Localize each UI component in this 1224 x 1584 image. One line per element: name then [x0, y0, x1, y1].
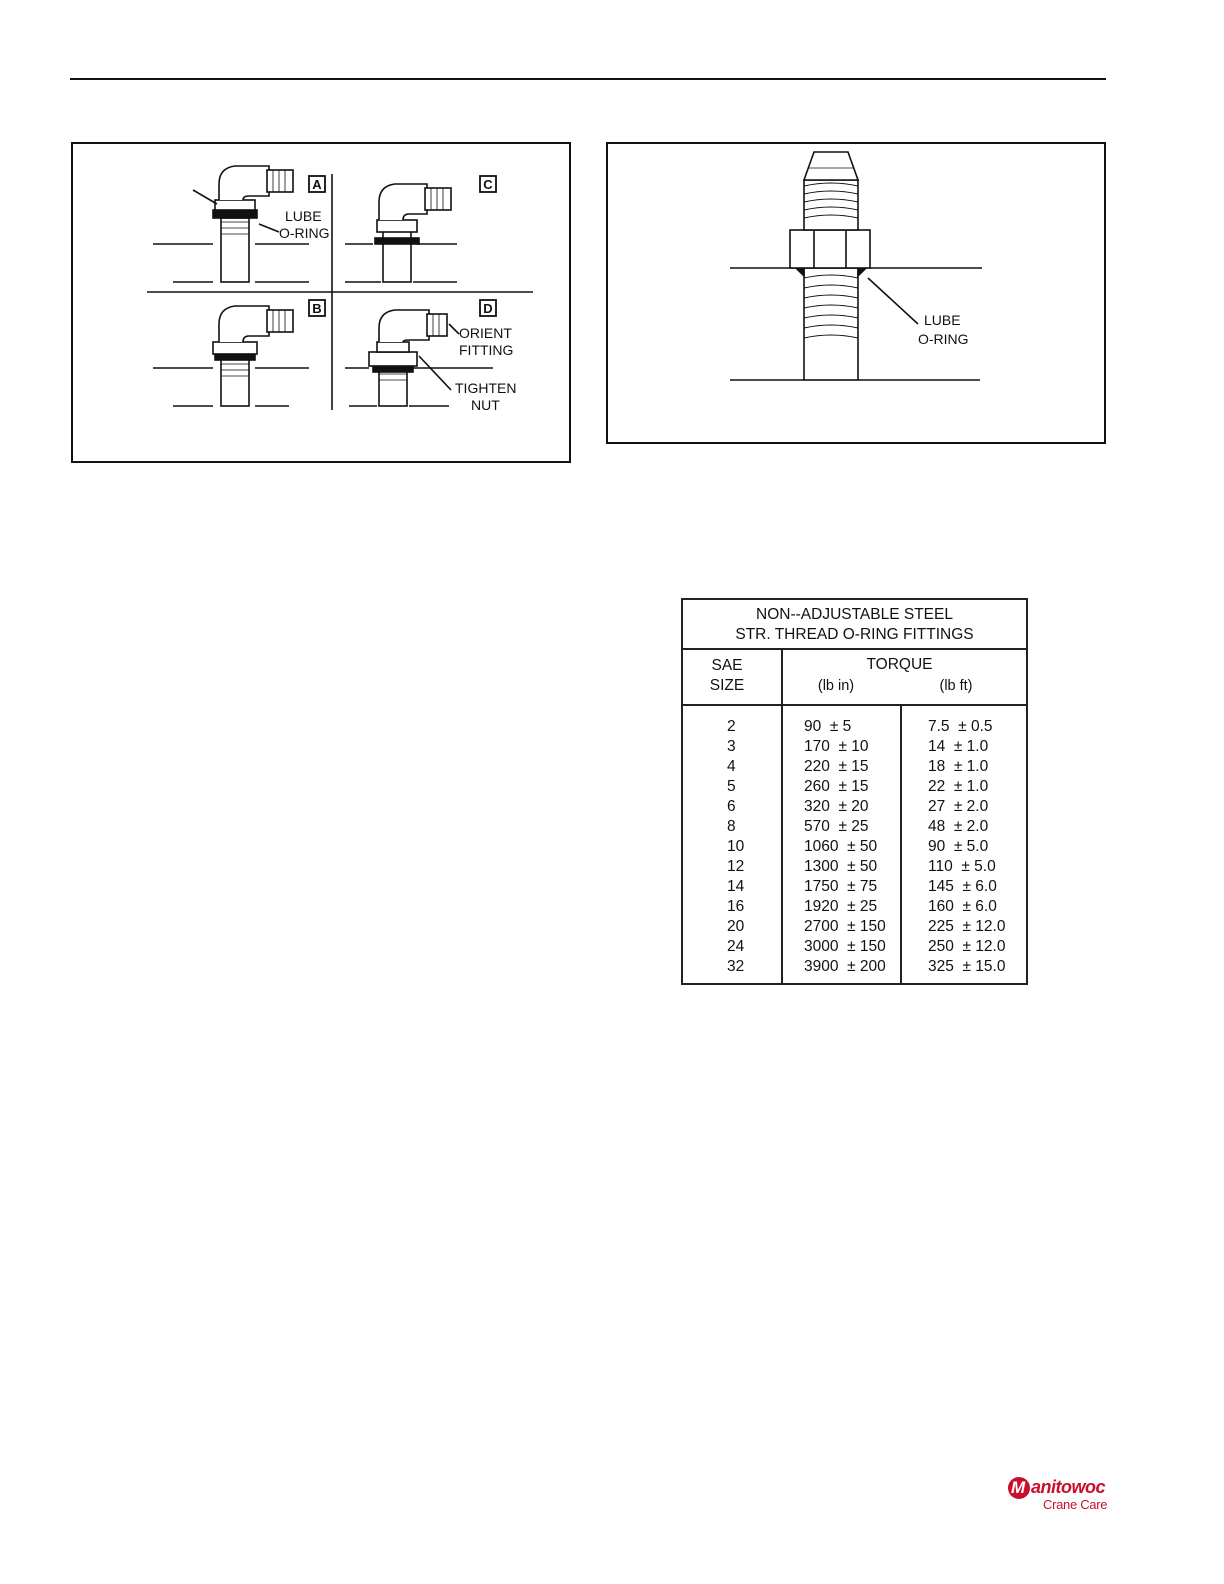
label-nut: NUT: [471, 397, 500, 413]
label-lube: LUBE: [285, 208, 322, 224]
torque-lb-ft-cell: 225 ± 12.0: [928, 918, 1006, 935]
sae-size-cell: 12: [727, 858, 745, 875]
table-row: 8 570 ± 25 48 ± 2.0: [683, 817, 1026, 837]
torque-lb-in-cell: 220 ± 15: [804, 758, 869, 775]
table-row: 24 3000 ± 150 250 ± 12.0: [683, 937, 1026, 957]
torque-lb-ft-cell: 110 ± 5.0: [928, 858, 996, 875]
torque-table: NON--ADJUSTABLE STEEL STR. THREAD O-RING…: [681, 598, 1028, 985]
table-title: NON--ADJUSTABLE STEEL STR. THREAD O-RING…: [683, 600, 1026, 650]
manitowoc-crane-care-logo: M anitowoc Crane Care: [1006, 1475, 1116, 1515]
panel-label-c: C: [483, 177, 493, 192]
torque-lb-in-cell: 260 ± 15: [804, 778, 869, 795]
figure-non-adjustable-fitting: LUBE O-RING: [606, 142, 1106, 444]
table-row: 16 1920 ± 25 160 ± 6.0: [683, 897, 1026, 917]
sae-size-cell: 10: [727, 838, 745, 855]
torque-lb-ft-cell: 250 ± 12.0: [928, 938, 1006, 955]
torque-lb-in-cell: 1060 ± 50: [804, 838, 878, 855]
column-divider: [781, 650, 783, 983]
sae-size-cell: 6: [727, 798, 736, 815]
table-title-line1: NON--ADJUSTABLE STEEL: [756, 606, 953, 623]
label-oring: O-RING: [918, 331, 969, 347]
torque-lb-in-cell: 1750 ± 75: [804, 878, 878, 895]
torque-lb-in-cell: 3900 ± 200: [804, 958, 886, 975]
sae-size-cell: 8: [727, 818, 736, 835]
sae-size-cell: 24: [727, 938, 745, 955]
torque-lb-in-cell: 90 ± 5: [804, 718, 852, 735]
table-header: SAE SIZE TORQUE (lb in) (lb ft): [683, 650, 1026, 706]
torque-lb-ft-cell: 160 ± 6.0: [928, 898, 997, 915]
torque-lb-in-cell: 320 ± 20: [804, 798, 869, 815]
header-lb-ft: (lb ft): [939, 678, 973, 694]
label-orient: ORIENT: [459, 325, 512, 341]
panel-label-d: D: [483, 301, 492, 316]
header-sae: SAE: [711, 657, 743, 674]
table-title-line2: STR. THREAD O-RING FITTINGS: [735, 626, 974, 643]
logo-mark: M: [1008, 1477, 1030, 1499]
torque-lb-in-cell: 3000 ± 150: [804, 938, 886, 955]
torque-lb-in-cell: 170 ± 10: [804, 738, 869, 755]
sae-size-cell: 16: [727, 898, 745, 915]
torque-lb-in-cell: 1920 ± 25: [804, 898, 878, 915]
label-lube: LUBE: [924, 312, 961, 328]
torque-lb-ft-cell: 27 ± 2.0: [928, 798, 989, 815]
header-torque: TORQUE: [866, 656, 933, 673]
torque-lb-ft-cell: 22 ± 1.0: [928, 778, 989, 795]
torque-lb-in-cell: 1300 ± 50: [804, 858, 878, 875]
sae-size-cell: 2: [727, 718, 736, 735]
logo-initial: M: [1011, 1478, 1026, 1497]
table-row: 6 320 ± 20 27 ± 2.0: [683, 797, 1026, 817]
table-row: 32 3900 ± 200 325 ± 15.0: [683, 957, 1026, 977]
sae-size-cell: 32: [727, 958, 745, 975]
fitting-steps-drawing: A C B D LUBE O-RING ORIENT FITTING TIGHT…: [147, 165, 533, 413]
torque-lb-ft-cell: 14 ± 1.0: [928, 738, 989, 755]
torque-lb-in-cell: 2700 ± 150: [804, 918, 886, 935]
torque-lb-ft-cell: 48 ± 2.0: [928, 818, 989, 835]
table-row: 10 1060 ± 50 90 ± 5.0: [683, 837, 1026, 857]
torque-lb-ft-cell: 18 ± 1.0: [928, 758, 989, 775]
table-row: 12 1300 ± 50 110 ± 5.0: [683, 857, 1026, 877]
sae-size-cell: 20: [727, 918, 745, 935]
torque-lb-in-cell: 570 ± 25: [804, 818, 869, 835]
torque-lb-ft-cell: 7.5 ± 0.5: [928, 718, 993, 735]
column-divider: [900, 704, 902, 983]
logo-brand: anitowoc: [1031, 1477, 1106, 1497]
table-row: 4 220 ± 15 18 ± 1.0: [683, 757, 1026, 777]
sae-size-cell: 5: [727, 778, 736, 795]
label-tighten: TIGHTEN: [455, 380, 516, 396]
logo-subtitle: Crane Care: [1043, 1497, 1108, 1512]
table-row: 14 1750 ± 75 145 ± 6.0: [683, 877, 1026, 897]
label-fitting: FITTING: [459, 342, 513, 358]
sae-size-cell: 3: [727, 738, 736, 755]
label-oring: O-RING: [279, 225, 330, 241]
sae-size-cell: 4: [727, 758, 736, 775]
header-lb-in: (lb in): [817, 678, 855, 694]
header-rule: [70, 78, 1106, 80]
table-row: 20 2700 ± 150 225 ± 12.0: [683, 917, 1026, 937]
header-sae-size: SAE SIZE: [683, 656, 771, 696]
table-body: 2 90 ± 5 7.5 ± 0.5 3 170 ± 10 14 ± 1.0 4 220 ± …: [683, 717, 1026, 977]
figure-adjustable-fitting-steps: A C B D LUBE O-RING ORIENT FITTING TIGHT…: [71, 142, 571, 463]
table-row: 3 170 ± 10 14 ± 1.0: [683, 737, 1026, 757]
torque-lb-ft-cell: 325 ± 15.0: [928, 958, 1006, 975]
panel-label-b: B: [312, 301, 321, 316]
table-row: 2 90 ± 5 7.5 ± 0.5: [683, 717, 1026, 737]
panel-label-a: A: [312, 177, 322, 192]
non-adjustable-fitting-drawing: LUBE O-RING: [730, 151, 982, 381]
torque-lb-ft-cell: 145 ± 6.0: [928, 878, 997, 895]
table-row: 5 260 ± 15 22 ± 1.0: [683, 777, 1026, 797]
torque-lb-ft-cell: 90 ± 5.0: [928, 838, 989, 855]
sae-size-cell: 14: [727, 878, 745, 895]
header-size: SIZE: [709, 677, 745, 694]
